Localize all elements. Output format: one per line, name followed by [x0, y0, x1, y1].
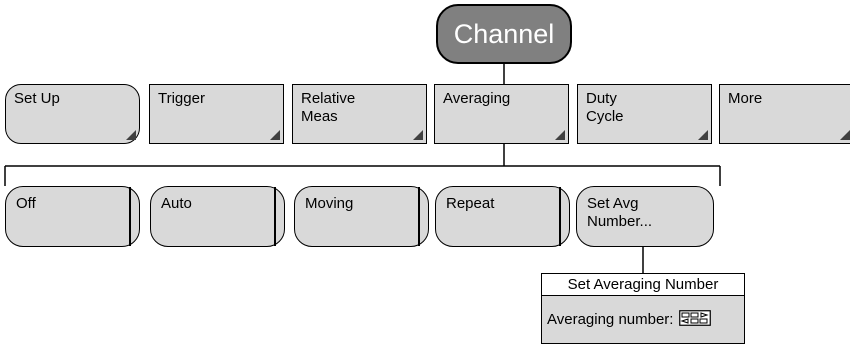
softkey-duty-cycle[interactable]: Duty Cycle [577, 84, 712, 144]
option-label: Repeat [446, 195, 495, 212]
option-repeat[interactable]: Repeat [435, 186, 570, 247]
submenu-corner-icon [555, 130, 565, 140]
softkey-set-up[interactable]: Set Up [5, 84, 140, 144]
submenu-corner-icon [840, 130, 850, 140]
submenu-corner-icon [698, 130, 708, 140]
softkey-label: More [728, 90, 763, 107]
softkey-label: Averaging [443, 90, 511, 107]
channel-key-label: Channel [453, 18, 555, 49]
option-set-avg-number[interactable]: Set Avg Number... [576, 186, 714, 247]
option-off[interactable]: Off [5, 186, 140, 247]
option-label: Auto [161, 195, 192, 212]
option-indicator-bar [418, 187, 420, 246]
softkey-label: Relative Meas [301, 90, 356, 125]
dialog-body: Averaging number: [542, 296, 744, 343]
option-indicator-bar [274, 187, 276, 246]
softkey-more[interactable]: More [719, 84, 850, 144]
dialog-title: Set Averaging Number [542, 274, 744, 296]
softkey-label: Set Up [14, 90, 60, 107]
softkey-label: Trigger [158, 90, 205, 107]
submenu-corner-icon [270, 130, 280, 140]
option-indicator-bar [559, 187, 561, 246]
numeric-keypad-icon[interactable] [679, 309, 712, 330]
option-label: Moving [305, 195, 354, 212]
submenu-corner-icon [413, 130, 423, 140]
option-indicator-bar [129, 187, 131, 246]
option-label: Off [16, 195, 36, 212]
softkey-relative-meas[interactable]: Relative Meas [292, 84, 427, 144]
averaging-number-label: Averaging number: [547, 311, 674, 328]
option-moving[interactable]: Moving [294, 186, 429, 247]
softkey-averaging[interactable]: Averaging [434, 84, 569, 144]
option-label: Set Avg Number... [587, 195, 653, 230]
softkey-label: Duty Cycle [586, 90, 624, 125]
softkey-trigger[interactable]: Trigger [149, 84, 284, 144]
channel-key[interactable]: Channel [436, 4, 572, 64]
set-averaging-number-dialog: Set Averaging Number Averaging number: [541, 273, 745, 344]
submenu-corner-icon [126, 130, 136, 140]
option-auto[interactable]: Auto [150, 186, 285, 247]
